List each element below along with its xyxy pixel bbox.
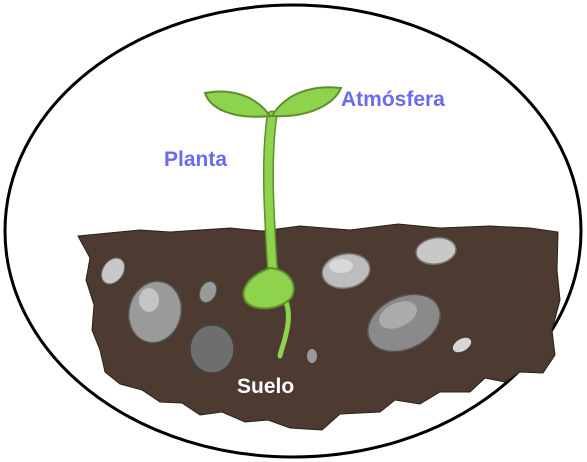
label-plant: Planta bbox=[164, 149, 227, 170]
stone-icon bbox=[329, 259, 353, 273]
stone-icon bbox=[139, 288, 159, 312]
label-atmosphere: Atmósfera bbox=[341, 89, 445, 110]
seedling-leaf-left bbox=[205, 92, 270, 117]
stone-icon bbox=[190, 325, 234, 373]
label-soil: Suelo bbox=[237, 376, 294, 397]
seedling-leaf-right bbox=[272, 87, 341, 116]
stone-icon bbox=[307, 349, 317, 363]
